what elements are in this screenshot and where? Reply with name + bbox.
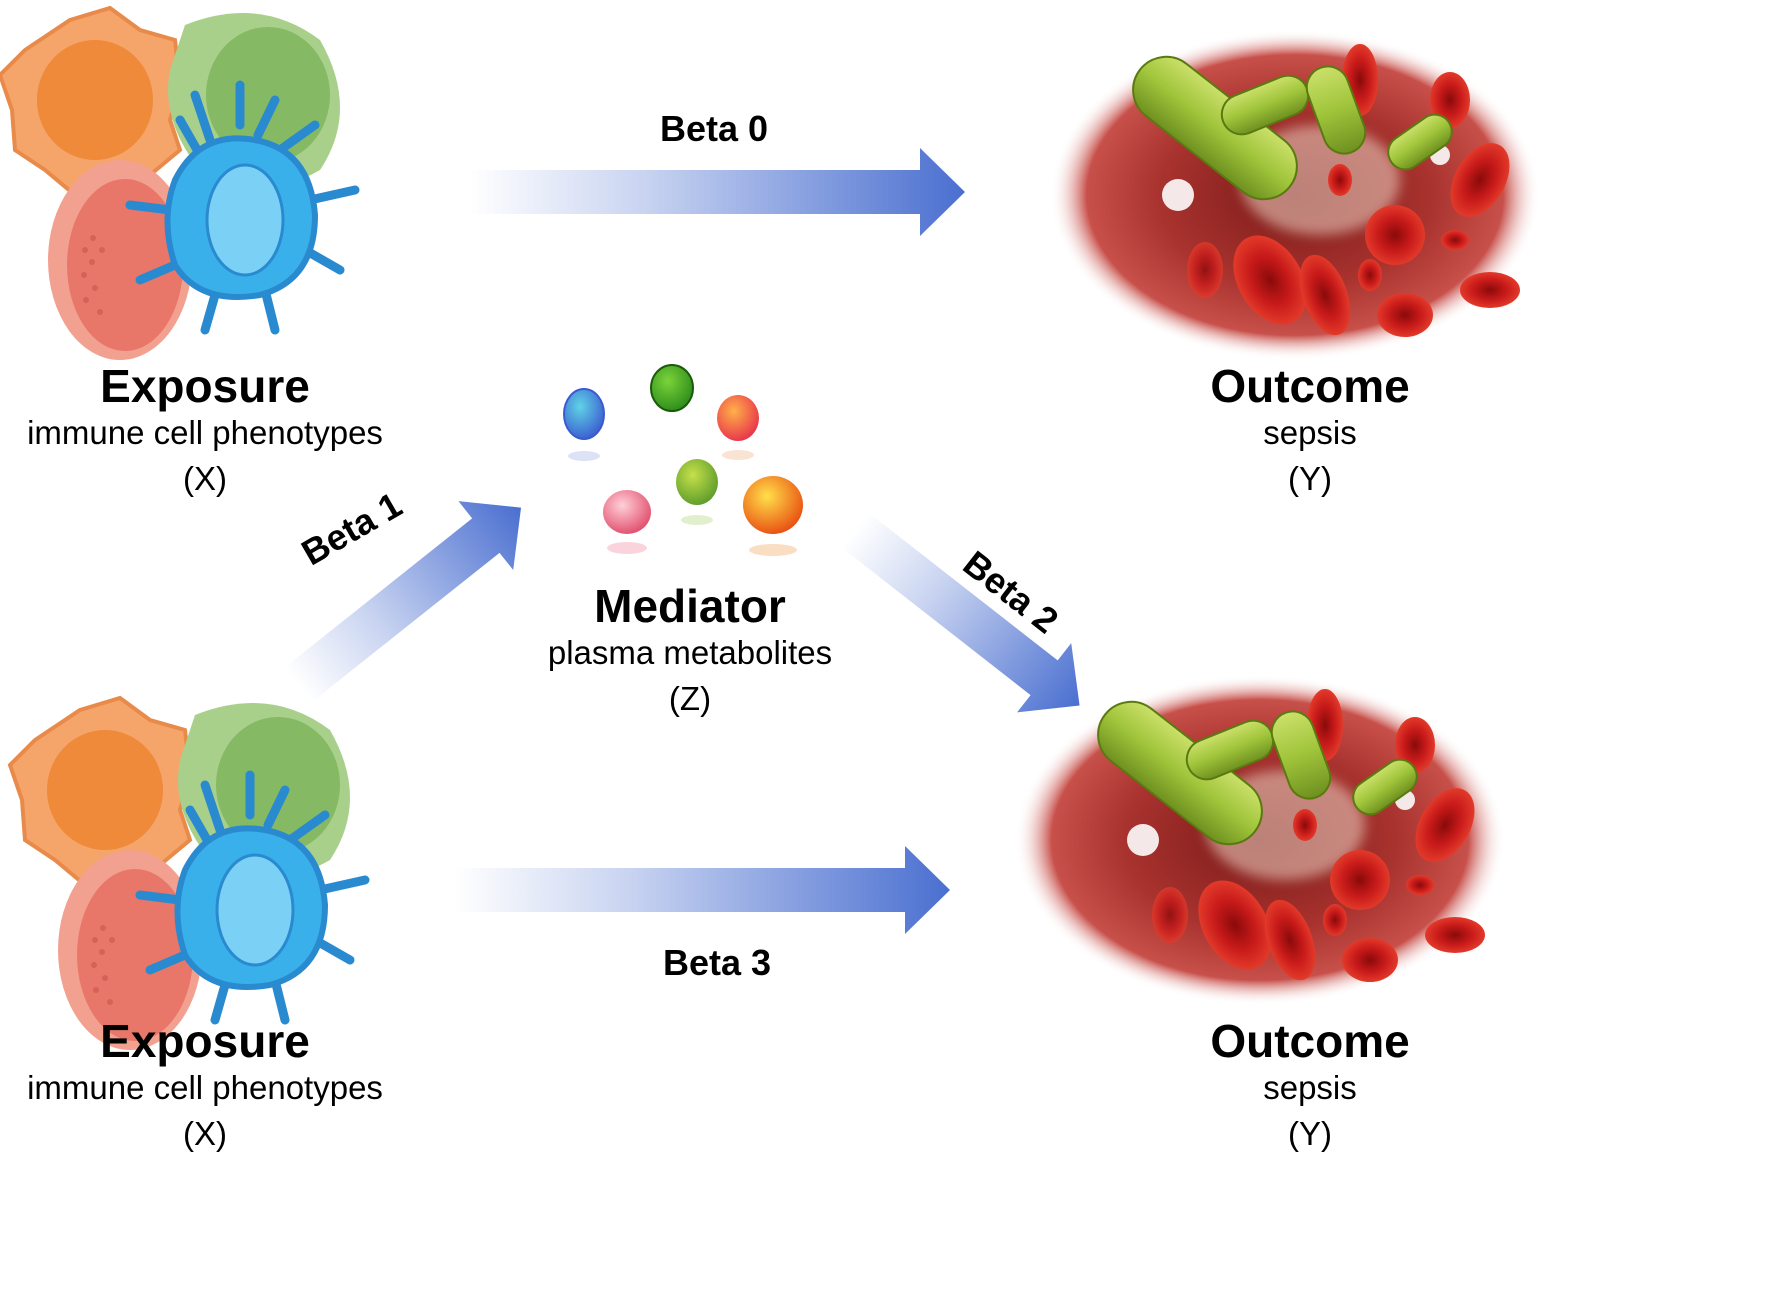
outcome-top-label: Outcome sepsis (Y) — [1210, 360, 1409, 504]
outcome-top-subtitle: sepsis — [1263, 414, 1357, 451]
exposure-bottom-subtitle: immune cell phenotypes — [27, 1069, 383, 1106]
immune-cells-illustration-top — [0, 8, 355, 360]
mediator-label: Mediator plasma metabolites (Z) — [548, 580, 832, 724]
arrow-beta3 — [455, 846, 950, 934]
exposure-top-title: Exposure — [100, 360, 310, 412]
exposure-bottom-label: Exposure immune cell phenotypes (X) — [27, 1015, 383, 1159]
infected-blood-vessel-illustration-top — [1050, 30, 1540, 360]
beta0-label: Beta 0 — [660, 108, 769, 149]
beta3-label: Beta 3 — [663, 942, 772, 983]
exposure-bottom-symbol: (X) — [183, 1115, 227, 1152]
arrow-beta2 — [841, 512, 1080, 713]
outcome-bottom-subtitle: sepsis — [1263, 1069, 1357, 1106]
metabolite-dots-illustration — [563, 364, 804, 557]
mediator-title: Mediator — [594, 580, 786, 632]
arrow-beta1 — [284, 501, 522, 703]
infected-blood-vessel-illustration-bottom — [1015, 675, 1505, 1005]
mediator-subtitle: plasma metabolites — [547, 634, 833, 671]
outcome-bottom-label: Outcome sepsis (Y) — [1210, 1015, 1409, 1159]
outcome-bottom-symbol: (Y) — [1288, 1115, 1332, 1152]
outcome-bottom-title: Outcome — [1210, 1015, 1410, 1067]
immune-cells-illustration-bottom — [10, 698, 365, 1050]
arrow-beta0 — [470, 148, 965, 236]
mediator-symbol: (Z) — [668, 680, 712, 717]
exposure-top-symbol: (X) — [183, 460, 227, 497]
outcome-top-title: Outcome — [1210, 360, 1410, 412]
exposure-bottom-title: Exposure — [100, 1015, 310, 1067]
exposure-top-subtitle: immune cell phenotypes — [27, 414, 383, 451]
exposure-top-label: Exposure immune cell phenotypes (X) — [27, 360, 383, 504]
outcome-top-symbol: (Y) — [1288, 460, 1332, 497]
